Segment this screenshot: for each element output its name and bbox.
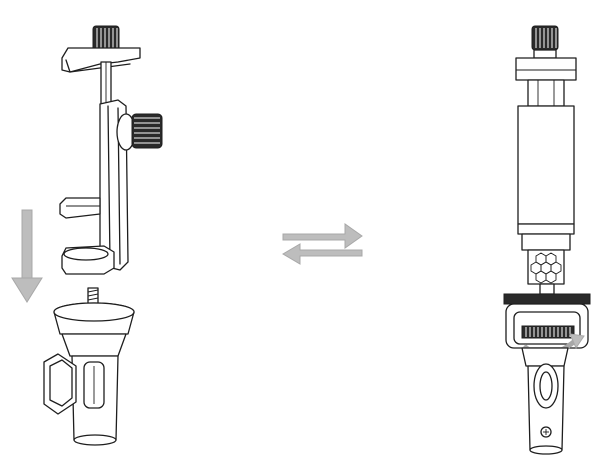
swap-arrows-icon bbox=[282, 223, 363, 265]
tripod-adapter-exploded bbox=[43, 287, 135, 446]
lock-lever bbox=[43, 353, 77, 415]
mount-screw bbox=[87, 287, 99, 305]
arrow-down-icon bbox=[11, 209, 43, 303]
phone-silhouette bbox=[517, 105, 575, 225]
phone-clamp-exploded bbox=[59, 25, 163, 275]
clamp-top-jaw bbox=[61, 47, 141, 73]
adjustment-wheel bbox=[521, 325, 575, 339]
assembled-top-knob bbox=[531, 25, 559, 59]
phone-clamp-assembled bbox=[503, 25, 591, 455]
clamp-lower-jaw bbox=[59, 197, 101, 219]
clamp-side-knob bbox=[116, 113, 163, 151]
assembled-lock-lever bbox=[533, 363, 559, 409]
clamp-bottom-cradle bbox=[61, 245, 115, 275]
ball-head-grip bbox=[527, 249, 565, 295]
